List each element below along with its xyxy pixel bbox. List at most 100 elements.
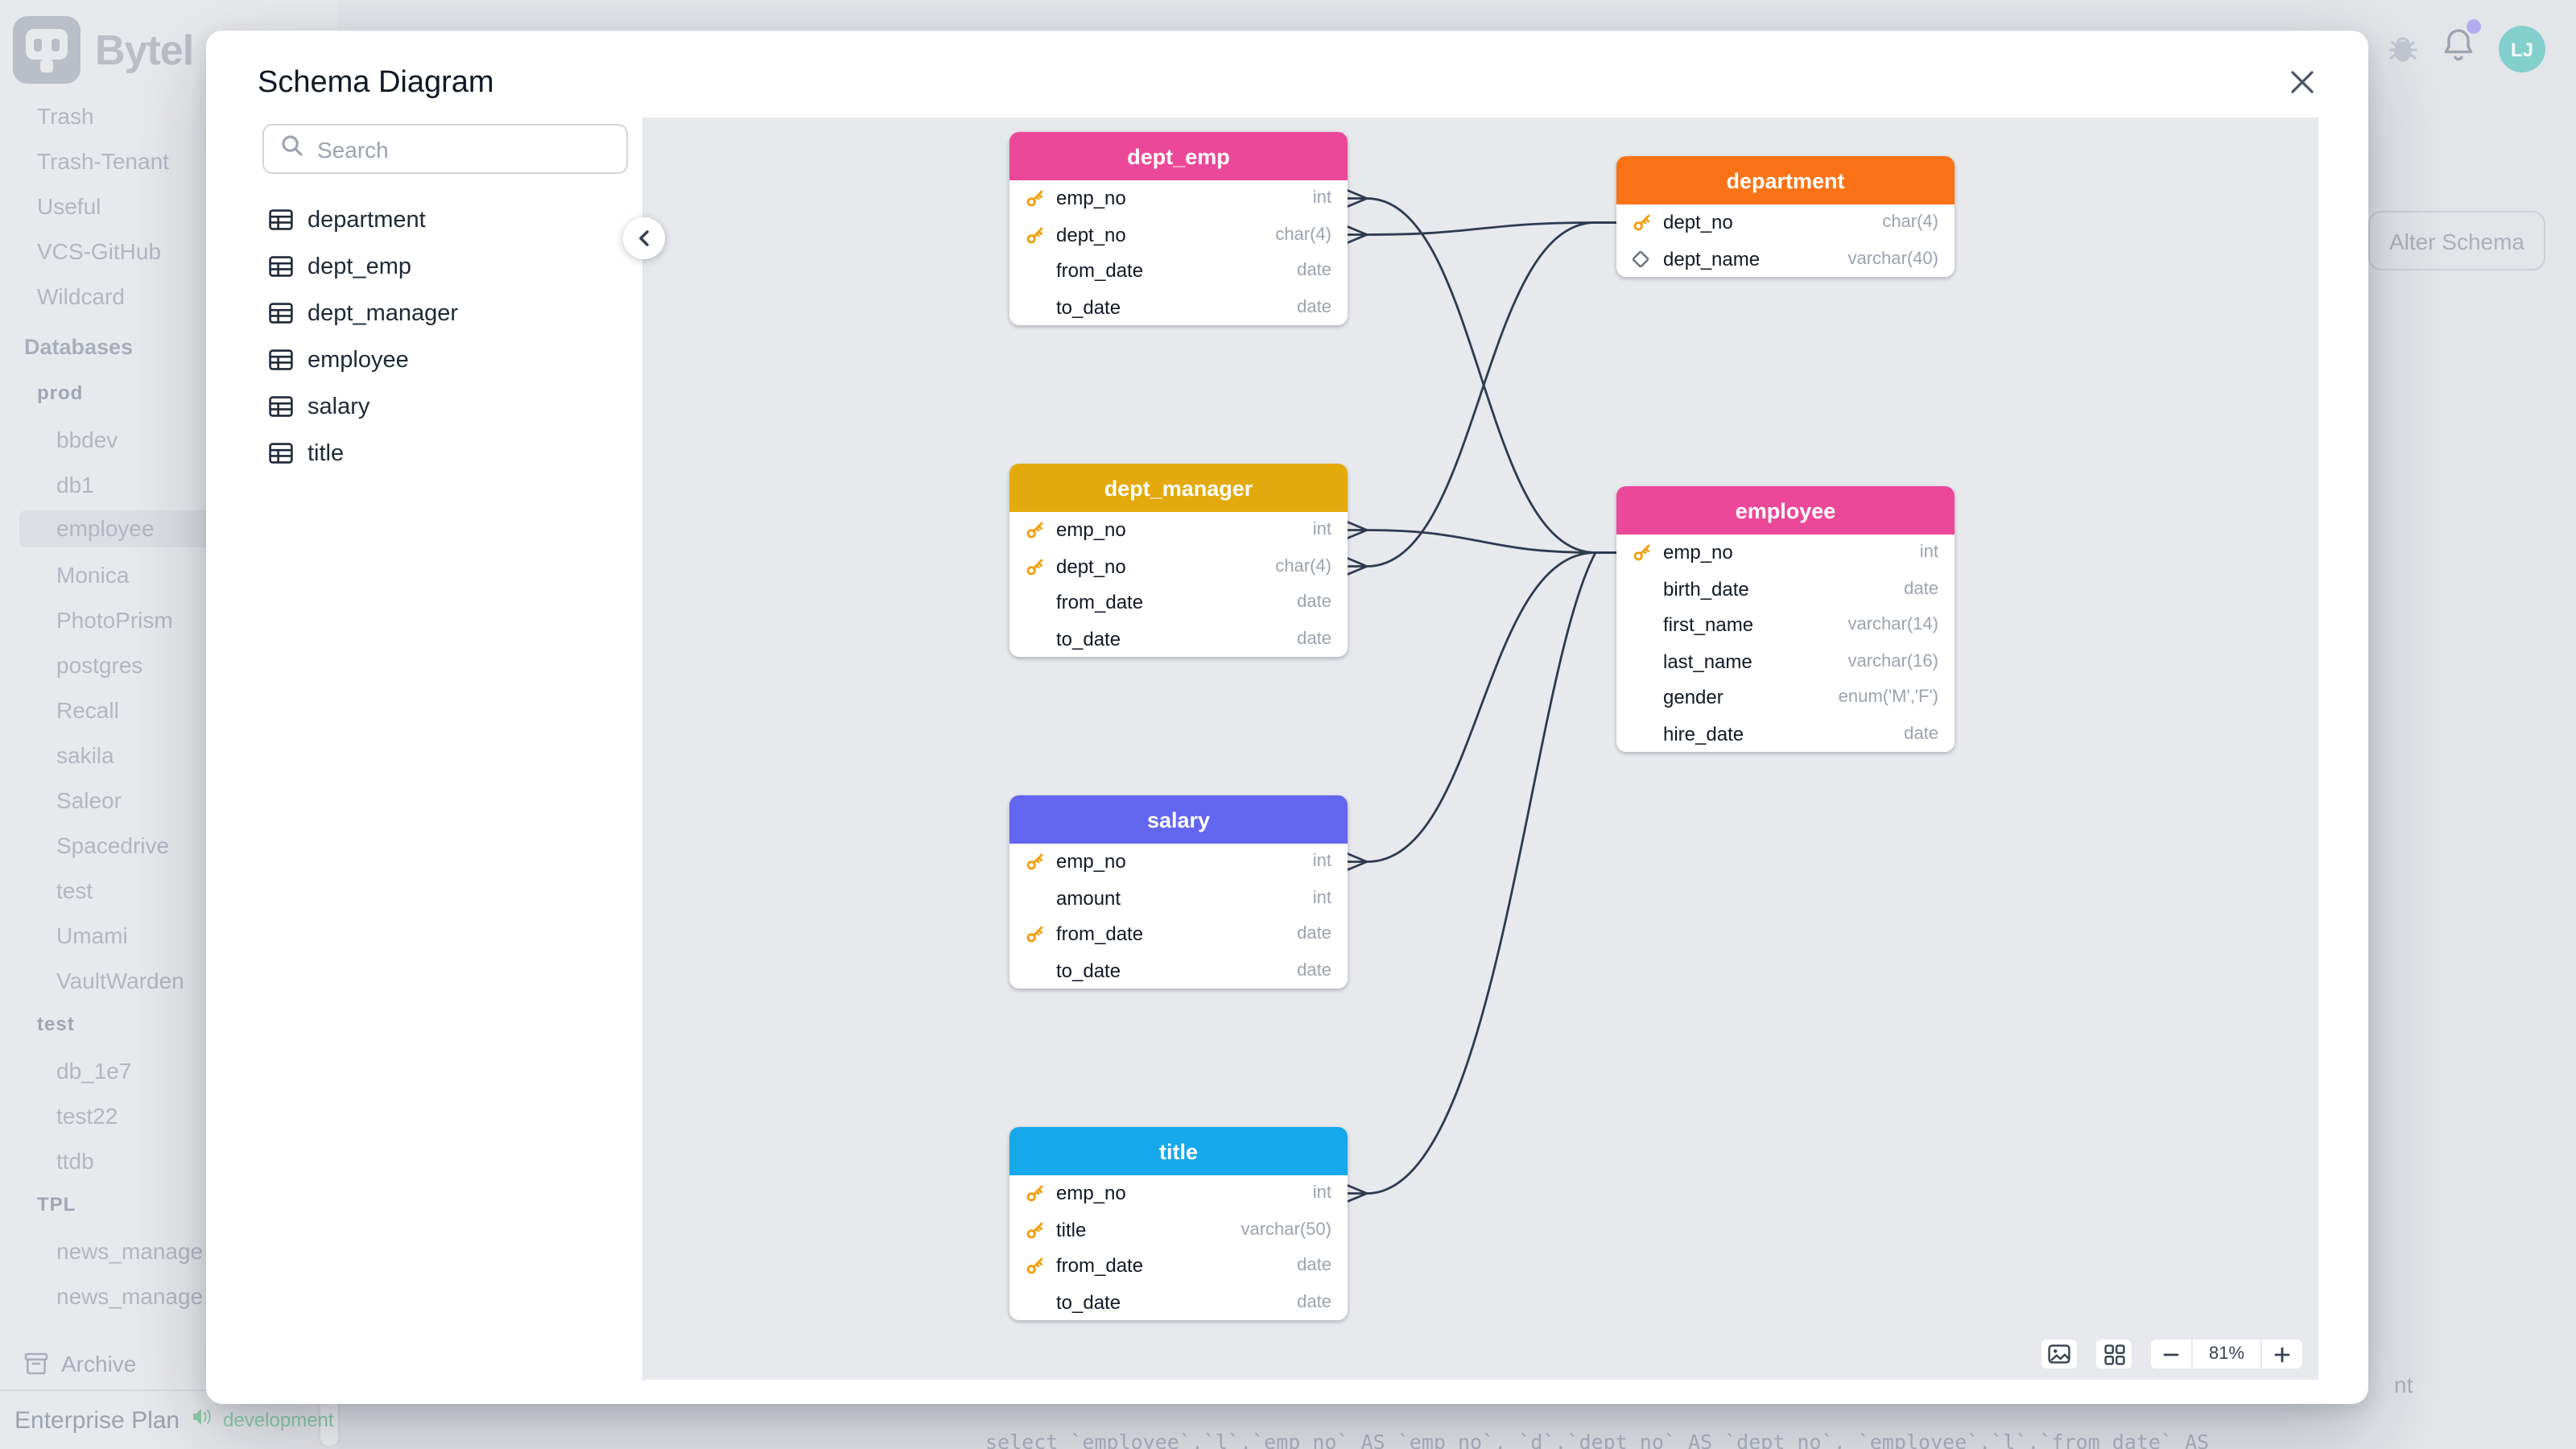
sidebar-item-trash[interactable]: Trash xyxy=(37,103,94,129)
relationship-lines xyxy=(1346,189,1618,1203)
table-icon xyxy=(269,443,293,464)
sidebar-item-news-manage[interactable]: news_manage xyxy=(56,1283,203,1309)
table-list-item-dept_manager[interactable]: dept_manager xyxy=(262,290,630,336)
key-icon xyxy=(1026,225,1050,246)
search-box[interactable] xyxy=(262,124,628,174)
field-type: date xyxy=(1297,592,1331,613)
sidebar-item-label: Monica xyxy=(56,562,130,588)
field-type: varchar(50) xyxy=(1241,1220,1332,1240)
alter-schema-button[interactable]: Alter Schema xyxy=(2368,211,2545,270)
sidebar-item-saleor[interactable]: Saleor xyxy=(56,787,122,813)
key-icon xyxy=(1026,1183,1050,1204)
sidebar-item-label: Trash xyxy=(37,103,94,129)
zoom-control: 81% xyxy=(2149,1338,2304,1370)
sidebar-item-vaultwarden[interactable]: VaultWarden xyxy=(56,968,184,993)
table-list-item-dept_emp[interactable]: dept_emp xyxy=(262,243,630,290)
zoom-level: 81% xyxy=(2191,1340,2262,1368)
sidebar-item-useful[interactable]: Useful xyxy=(37,193,101,219)
table-list-item-employee[interactable]: employee xyxy=(262,336,630,383)
sidebar-item-archive[interactable]: Archive xyxy=(24,1351,136,1377)
close-icon[interactable] xyxy=(2285,64,2320,100)
table-header[interactable]: salary xyxy=(1009,795,1348,844)
sidebar-item-ttdb[interactable]: ttdb xyxy=(56,1148,94,1174)
relation-line xyxy=(1365,551,1597,863)
app-logo[interactable]: Bytel xyxy=(13,16,204,84)
field-type: int xyxy=(1312,188,1331,208)
table-list-item-salary[interactable]: salary xyxy=(262,383,630,430)
table-header[interactable]: employee xyxy=(1616,486,1955,535)
avatar[interactable]: LJ xyxy=(2499,26,2545,72)
table-list-item-title[interactable]: title xyxy=(262,430,630,477)
sidebar-item-test[interactable]: test xyxy=(56,877,93,903)
table-list-item-label: department xyxy=(308,207,426,233)
brand-text: Bytel xyxy=(95,25,194,73)
table-list-item-label: employee xyxy=(308,347,409,373)
sidebar-item-bbdev[interactable]: bbdev xyxy=(56,427,118,452)
sidebar-item-db1[interactable]: db1 xyxy=(56,472,94,497)
sidebar-item-wildcard[interactable]: Wildcard xyxy=(37,283,125,309)
sidebar-item-spacedrive[interactable]: Spacedrive xyxy=(56,832,169,858)
export-image-button[interactable] xyxy=(2040,1338,2079,1370)
sidebar-item-umami[interactable]: Umami xyxy=(56,923,128,948)
environment-badge: development xyxy=(223,1409,334,1431)
sidebar-item-label: Databases xyxy=(24,335,134,359)
sidebar-item-monica[interactable]: Monica xyxy=(56,562,129,588)
table-header[interactable]: title xyxy=(1009,1127,1348,1175)
field-icon-spacer xyxy=(1633,687,1657,708)
sidebar-item-test22[interactable]: test22 xyxy=(56,1103,118,1129)
table-list-item-label: dept_emp xyxy=(308,254,411,279)
zoom-in-button[interactable] xyxy=(2262,1340,2302,1368)
sidebar-item-label: employee xyxy=(56,515,155,541)
sidebar-item-trash-tenant[interactable]: Trash-Tenant xyxy=(37,148,169,174)
table-list: department dept_emp dept_manager employee sa… xyxy=(262,196,630,477)
search-input[interactable] xyxy=(317,136,610,162)
notification-bell[interactable] xyxy=(2441,19,2481,71)
sidebar-item-vcs-github[interactable]: VCS-GitHub xyxy=(37,238,161,264)
sidebar-item-recall[interactable]: Recall xyxy=(56,697,119,723)
auto-layout-grid-button[interactable] xyxy=(2095,1338,2133,1370)
table-header[interactable]: department xyxy=(1616,156,1955,204)
sidebar-item-databases: Databases xyxy=(24,335,133,359)
table-header[interactable]: dept_manager xyxy=(1009,464,1348,512)
table-header[interactable]: dept_emp xyxy=(1009,132,1348,180)
sidebar-item-photoprism[interactable]: PhotoPrism xyxy=(56,607,173,633)
sidebar-item-label: news_manage xyxy=(56,1283,204,1309)
field-name: to_date xyxy=(1056,1290,1121,1314)
table-list-item-department[interactable]: department xyxy=(262,196,630,243)
zoom-out-button[interactable] xyxy=(2151,1340,2191,1368)
sidebar-scrollbar[interactable] xyxy=(320,1397,338,1446)
crows-foot xyxy=(1346,557,1368,576)
sidebar-item-postgres[interactable]: postgres xyxy=(56,652,142,678)
field-icon-spacer xyxy=(1026,1292,1050,1313)
modal-title: Schema Diagram xyxy=(258,66,494,100)
table-list-item-label: salary xyxy=(308,394,370,419)
bug-icon[interactable] xyxy=(2384,31,2421,76)
sidebar-item-news-manage[interactable]: news_manage xyxy=(56,1238,203,1264)
field-type: char(4) xyxy=(1275,225,1331,245)
collapse-panel-button[interactable] xyxy=(623,217,665,259)
field-name: to_date xyxy=(1056,295,1121,319)
field-type: int xyxy=(1312,520,1331,540)
key-icon xyxy=(1026,556,1050,577)
relation-line xyxy=(1365,197,1597,554)
sidebar-item-db-1e7[interactable]: db_1e7 xyxy=(56,1058,131,1084)
sidebar-item-sakila[interactable]: sakila xyxy=(56,742,114,768)
sidebar-item-label: Wildcard xyxy=(37,283,125,309)
sidebar-item-label: Archive xyxy=(61,1351,137,1377)
